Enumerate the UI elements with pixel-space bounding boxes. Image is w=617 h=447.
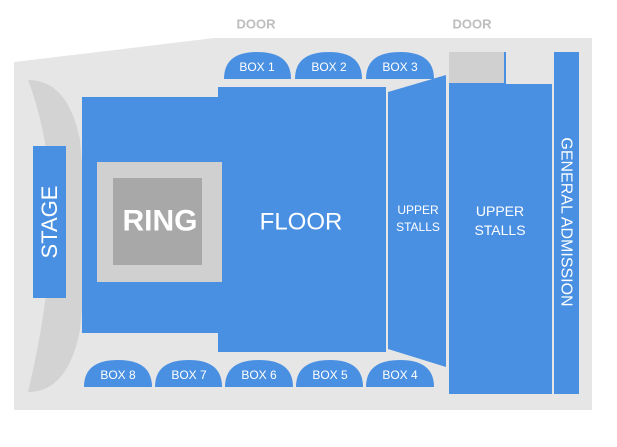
ring[interactable]	[113, 178, 202, 265]
floor-section[interactable]	[82, 87, 386, 352]
boxes-top: BOX 1 BOX 2 BOX 3	[224, 52, 434, 79]
upper-stalls-right-label-1: UPPER	[476, 203, 524, 219]
box-7-label: BOX 7	[171, 368, 207, 382]
service-block	[449, 52, 504, 83]
door-label-left: DOOR	[237, 17, 277, 32]
box-8[interactable]	[84, 360, 152, 387]
box-4[interactable]	[366, 360, 434, 387]
box-3-label: BOX 3	[382, 60, 418, 74]
upper-stalls-left-label-2: STALLS	[396, 220, 440, 234]
general-admission[interactable]	[554, 52, 579, 394]
box-8-label: BOX 8	[100, 368, 136, 382]
box-1[interactable]	[224, 52, 291, 79]
upper-stalls-left-label-1: UPPER	[397, 203, 439, 217]
box-6-label: BOX 6	[241, 368, 277, 382]
upper-stalls-left[interactable]	[388, 75, 446, 367]
box-3[interactable]	[366, 52, 434, 79]
boxes-bottom: BOX 8 BOX 7 BOX 6 BOX 5 BOX 4	[84, 360, 434, 387]
upper-stalls-right[interactable]	[449, 52, 552, 394]
floor-label: FLOOR	[260, 209, 343, 236]
stage[interactable]	[33, 146, 66, 298]
box-6[interactable]	[225, 360, 293, 387]
box-4-label: BOX 4	[382, 368, 418, 382]
box-5[interactable]	[296, 360, 363, 387]
general-admission-label: GENERAL ADMISSION	[558, 137, 575, 306]
box-1-label: BOX 1	[239, 60, 275, 74]
box-7[interactable]	[155, 360, 222, 387]
box-5-label: BOX 5	[312, 368, 348, 382]
box-2[interactable]	[295, 52, 362, 79]
stage-label: STAGE	[37, 186, 62, 259]
box-2-label: BOX 2	[311, 60, 347, 74]
door-label-right: DOOR	[453, 17, 493, 32]
ring-label: RING	[123, 205, 198, 238]
upper-stalls-right-label-2: STALLS	[474, 222, 525, 238]
